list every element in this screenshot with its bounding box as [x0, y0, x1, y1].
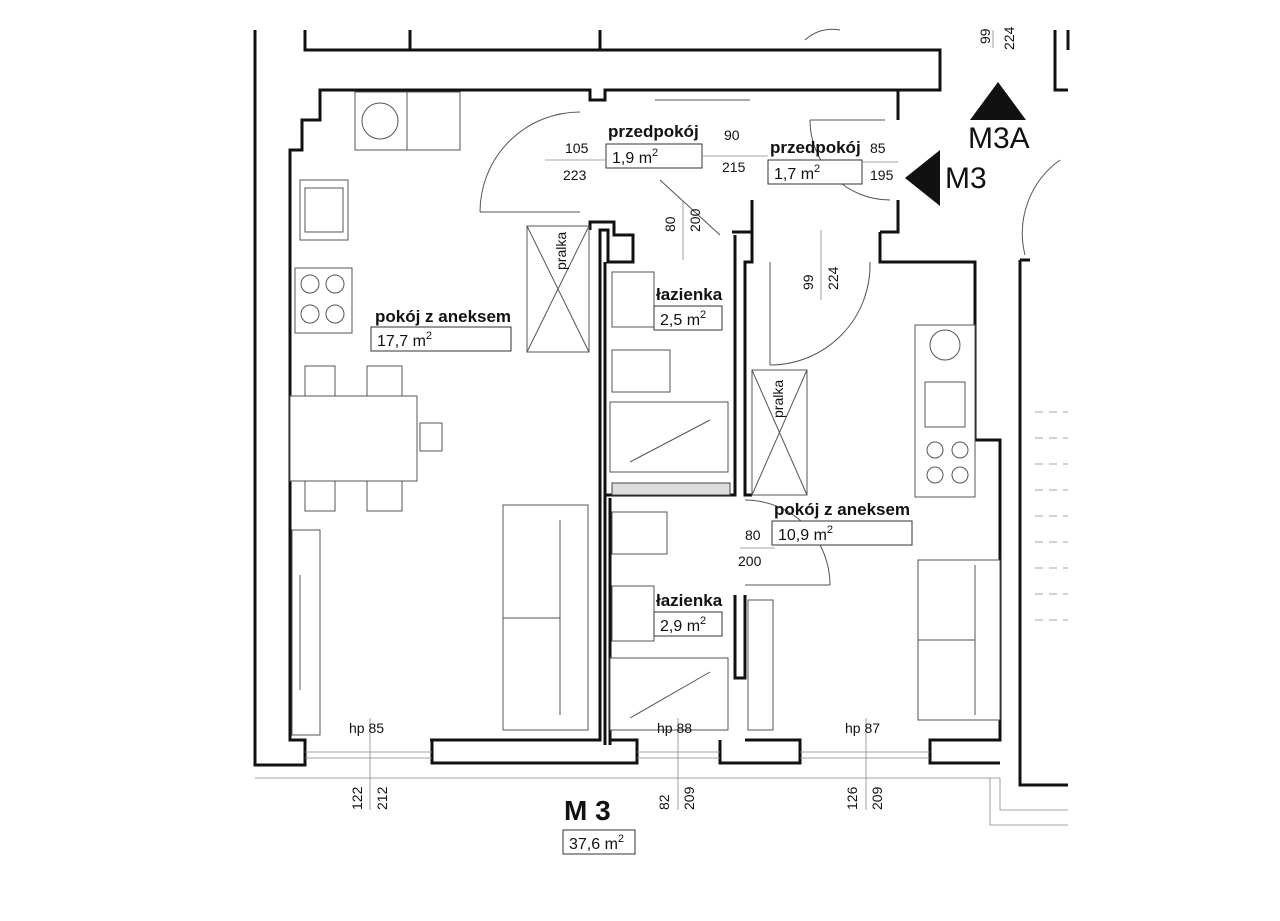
- dim-hp-85: hp 85: [349, 720, 384, 736]
- marker-m3-label: M3: [945, 162, 987, 195]
- room-bath-b-name: łazienka: [656, 591, 723, 610]
- room-living-b-area-box: [771, 520, 913, 546]
- room-hall-b-area-box: [767, 159, 863, 185]
- room-living-a-area-box: [370, 326, 512, 352]
- dim-224-b: 224: [825, 266, 841, 290]
- room-bath-a-area-box: [653, 305, 723, 331]
- room-hall-a-area: 1,9 m2: [612, 147, 658, 167]
- dim-hp-87: hp 87: [845, 720, 880, 736]
- room-hall-a-area-box: [605, 143, 703, 169]
- appliance-label-left: pralka: [553, 232, 569, 270]
- window-lines: [255, 411, 1068, 826]
- dim-99-b: 99: [800, 274, 816, 290]
- dim-212: 212: [374, 786, 390, 810]
- room-hall-b-name: przedpokój: [770, 138, 861, 157]
- door-dimensions: 105 223 90 215 85 195 80 200 99 224 99 2…: [545, 26, 1017, 569]
- dim-209-a: 209: [681, 786, 697, 810]
- unit-area-box: [562, 829, 636, 855]
- dim-223: 223: [563, 167, 587, 183]
- dim-209-b: 209: [869, 786, 885, 810]
- dim-90: 90: [724, 127, 740, 143]
- dim-126: 126: [844, 786, 860, 810]
- dim-200-b: 200: [738, 553, 762, 569]
- dim-82: 82: [656, 794, 672, 810]
- room-living-a-name: pokój z aneksem: [375, 307, 511, 326]
- dim-224-a: 224: [1001, 26, 1017, 50]
- room-hall-a-name: przedpokój: [608, 122, 699, 141]
- dim-99-a: 99: [977, 28, 993, 44]
- room-living-b-area: 10,9 m2: [778, 524, 833, 544]
- stair-dashes: [1035, 411, 1068, 621]
- dim-122: 122: [349, 786, 365, 810]
- window-dimensions: hp 85 122 212 hp 88 82 209 hp 87 126 209: [349, 718, 885, 810]
- triangle-up-icon: [970, 82, 1026, 120]
- dim-85: 85: [870, 140, 886, 156]
- marker-m3a-label: M3A: [968, 122, 1030, 155]
- dim-105: 105: [565, 140, 589, 156]
- room-hall-b-area: 1,7 m2: [774, 163, 820, 183]
- dim-195: 195: [870, 167, 894, 183]
- room-bath-b-area: 2,9 m2: [660, 615, 706, 635]
- unit-area: 37,6 m2: [569, 833, 624, 853]
- room-bath-b-area-box: [653, 611, 723, 637]
- doors: [479, 28, 1061, 586]
- furniture-left: [289, 91, 590, 736]
- dim-215: 215: [722, 159, 746, 175]
- appliance-label-right: pralka: [770, 380, 786, 418]
- walls: [253, 30, 1070, 787]
- room-bath-a-area: 2,5 m2: [660, 309, 706, 329]
- dim-200-a: 200: [687, 208, 703, 232]
- bath-b-fixtures: [609, 511, 729, 731]
- furniture-right: [747, 324, 1001, 731]
- room-bath-a-name: łazienka: [656, 285, 723, 304]
- dim-80-b: 80: [745, 527, 761, 543]
- unit-title: M 3: [564, 795, 611, 826]
- room-living-a-area: 17,7 m2: [377, 330, 432, 350]
- dim-80-a: 80: [662, 216, 678, 232]
- entrance-markers: M3A M3: [905, 82, 1030, 206]
- triangle-left-icon: [905, 150, 940, 206]
- dim-hp-88: hp 88: [657, 720, 692, 736]
- bath-a-fixtures: [609, 271, 731, 496]
- room-living-b-name: pokój z aneksem: [774, 500, 910, 519]
